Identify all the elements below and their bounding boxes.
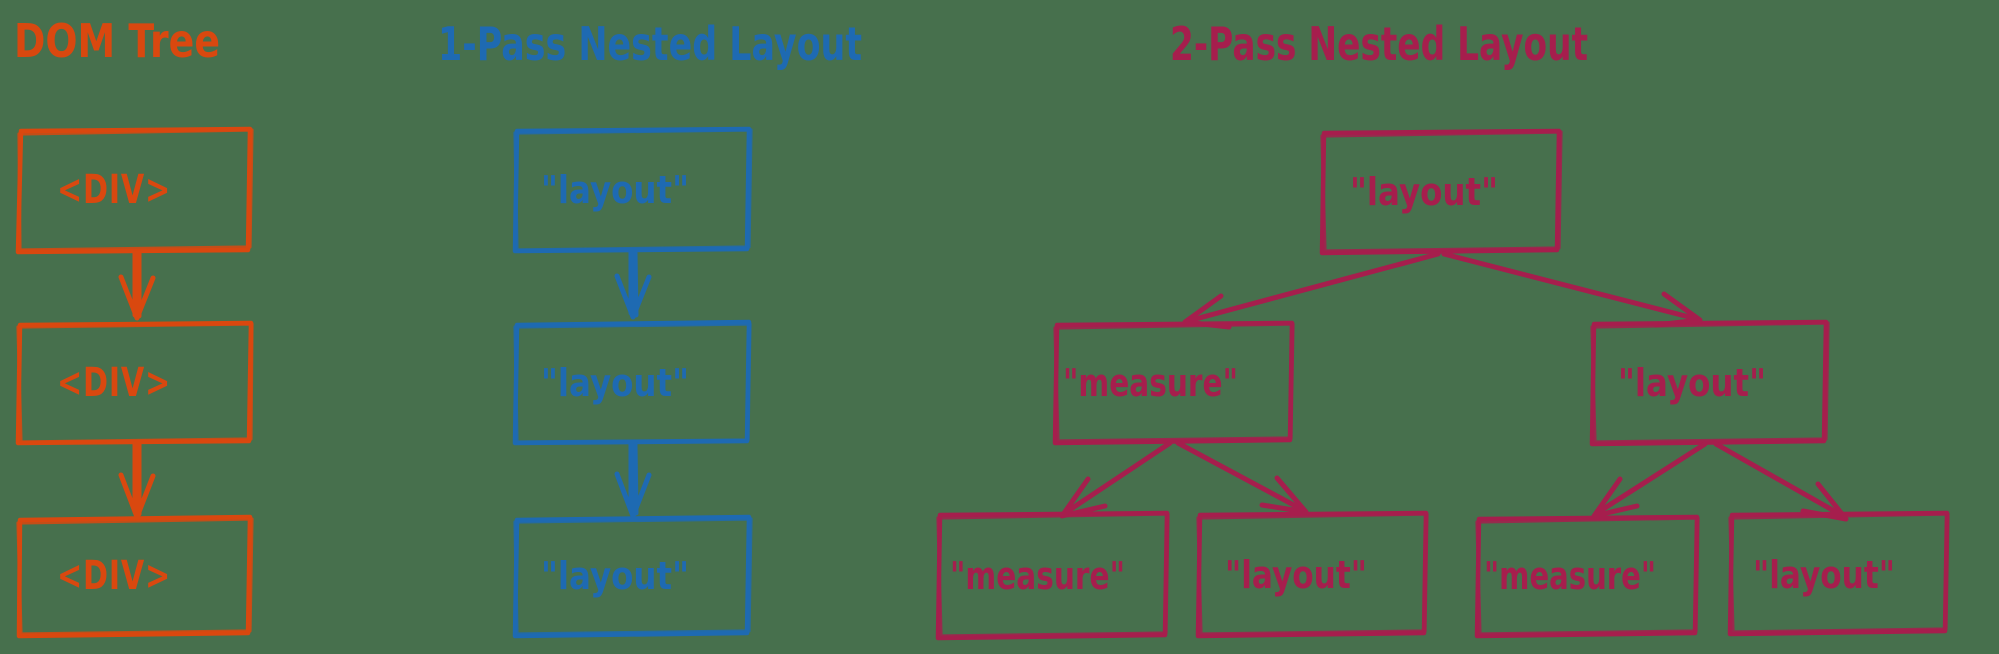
- two-pass-arrow-measure-to-leaf-1: [1059, 440, 1173, 519]
- dom-node-box-2-sketch: [16, 322, 254, 444]
- one-pass-title: 1-Pass Nested Layout: [438, 17, 862, 71]
- one-pass-node-label-3: "layout": [541, 554, 689, 598]
- two-pass-measure-label-left: "measure": [1063, 361, 1238, 405]
- one-pass-node-label-1: "layout": [541, 168, 689, 212]
- two-pass-root-label: "layout": [1350, 170, 1498, 214]
- two-pass-leaf-box-1-sketch: [936, 512, 1170, 638]
- two-pass-title: 2-Pass Nested Layout: [1170, 17, 1588, 71]
- dom-node-label-3: <DIV>: [57, 553, 171, 599]
- two-pass-arrow-measure-to-leaf-2: [1175, 440, 1309, 515]
- two-pass-leaf-box-4-sketch: [1728, 512, 1950, 634]
- one-pass-node-box-1-sketch: [513, 128, 753, 252]
- one-pass-arrow-2: [614, 441, 652, 519]
- two-pass-leaf-label-3: "measure": [1484, 554, 1656, 598]
- two-pass-leaf-label-4: "layout": [1753, 553, 1895, 597]
- dom-node-box-3-sketch: [16, 517, 254, 636]
- two-pass-arrow-root-to-layout: [1441, 251, 1703, 328]
- two-pass-section: 2-Pass Nested Layout "layout" "measure" …: [935, 17, 1950, 641]
- two-pass-layout-label-right: "layout": [1618, 361, 1766, 405]
- two-pass-arrow-layout-to-leaf-4: [1713, 441, 1849, 522]
- two-pass-leaf-box-2-sketch: [1196, 512, 1429, 636]
- two-pass-root-box-sketch: [1320, 130, 1563, 253]
- two-pass-leaf-label-2: "layout": [1225, 553, 1367, 597]
- two-pass-arrow-root-to-measure: [1182, 251, 1441, 330]
- two-pass-measure-box-left-sketch: [1053, 322, 1295, 443]
- dom-tree-title: DOM Tree: [14, 14, 220, 68]
- dom-node-box-1-sketch: [17, 128, 254, 252]
- dom-tree-section: DOM Tree <DIV> <DIV> <DIV>: [14, 14, 254, 639]
- one-pass-node-label-2: "layout": [541, 361, 689, 405]
- two-pass-leaf-label-1: "measure": [950, 554, 1125, 598]
- one-pass-arrow-1: [614, 249, 652, 320]
- one-pass-node-box-3-sketch: [513, 517, 753, 636]
- two-pass-leaf-box-3-sketch: [1475, 516, 1700, 636]
- dom-node-label-2: <DIV>: [57, 360, 171, 406]
- two-pass-arrow-layout-to-leaf-3: [1591, 441, 1708, 519]
- two-pass-layout-box-right-sketch: [1590, 321, 1830, 444]
- one-pass-section: 1-Pass Nested Layout "layout" "layout" "…: [438, 17, 862, 639]
- dom-node-label-1: <DIV>: [57, 167, 171, 213]
- dom-arrow-1: [118, 250, 156, 321]
- one-pass-node-box-2-sketch: [513, 322, 752, 444]
- dom-arrow-2: [118, 441, 156, 520]
